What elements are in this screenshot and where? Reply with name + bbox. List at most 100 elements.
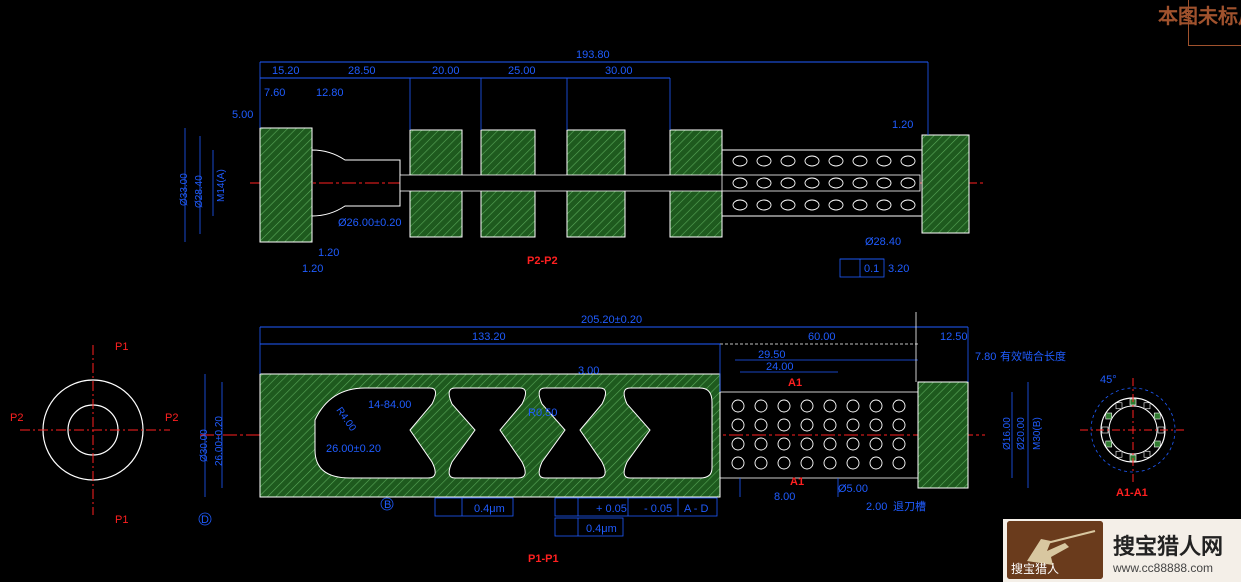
port-hole [800,418,814,432]
datum-d-label: D [201,514,209,526]
dim-label: 14-84.00 [368,399,411,411]
watermark-logo-text: 搜宝猎人 [1011,562,1060,576]
dim-label: Ø26.00±0.20 [338,217,402,229]
left-end-view: P1 P1 P2 P2 [10,341,178,526]
port-hole [731,418,745,432]
port-hole [777,437,791,451]
tolerance-frame [839,258,885,278]
port-hole [823,399,837,413]
top-port-holes [732,155,916,211]
dim-label: 60.00 [808,331,836,343]
top-section-block [921,134,970,234]
dim-label: 133.20 [472,331,506,343]
section-slot [1143,450,1151,458]
port-hole [869,399,883,413]
port-hole [892,399,906,413]
port-hole [828,199,844,211]
section-slot [1105,412,1113,420]
datum-b-label: B [384,499,391,511]
port-hole [756,199,772,211]
dim-label: 3.20 [888,263,909,275]
port-hole [823,437,837,451]
port-hole [900,199,916,211]
section-slot [1115,402,1123,410]
dim-label: Ø30.00 [199,429,210,462]
tolerance-frame [554,497,718,517]
right-section-view: 45° A1-A1 [1080,374,1185,499]
dim-label: M30(B) [1032,417,1043,450]
tolerance-value: 0.4μm [474,503,505,515]
port-hole [823,456,837,470]
top-view: 193.80 15.20 28.50 20.00 25.00 30.00 7.6… [179,49,985,278]
dim-label: 1.20 [892,119,913,131]
port-hole [732,177,748,189]
dim-label: R0.50 [528,407,557,419]
title-frame [1188,0,1241,46]
dim-label: 3.00 [578,365,599,377]
bottom-port-holes [731,399,906,470]
section-p1-bottom: P1 [115,514,128,526]
port-hole [804,155,820,167]
port-hole [846,399,860,413]
port-hole [876,155,892,167]
watermark-banner: 搜宝猎人 搜宝猎人网 www.cc88888.com [1003,519,1241,582]
dim-overall-bottom: 205.20±0.20 [581,314,642,326]
port-hole [754,399,768,413]
port-hole [892,456,906,470]
bottom-view: 205.20±0.20 133.20 60.00 12.50 3.00 29.5… [198,312,1066,565]
dim-note: 退刀槽 [893,500,926,513]
dim-label: 2.00 [866,501,887,513]
dim-label: 24.00 [766,361,794,373]
port-hole [892,437,906,451]
section-marker-a1-top: A1 [788,377,802,389]
dim-label: 0.1 [864,263,879,275]
port-hole [731,456,745,470]
port-hole [823,418,837,432]
port-hole [777,399,791,413]
port-hole [846,437,860,451]
port-hole [732,155,748,167]
view-label-bottom: P1-P1 [528,553,559,565]
datum-d-marker [198,512,212,526]
dim-label: 7.80 [975,351,996,363]
dim-label: 12.50 [940,331,968,343]
port-hole [869,418,883,432]
port-hole [852,155,868,167]
port-hole [754,437,768,451]
watermark-url: www.cc88888.com [1113,561,1214,575]
dim-label: Ø16.00 [1002,417,1013,450]
tolerance-value: + 0.05 [596,503,627,515]
port-hole [869,437,883,451]
section-slot [1143,402,1151,410]
drawing-note: 本图未标尺 [1158,4,1241,28]
dim-label: 26.00±0.20 [214,416,225,466]
port-hole [780,177,796,189]
section-slot [1153,440,1161,448]
port-hole [869,456,883,470]
port-hole [756,177,772,189]
section-slot [1105,440,1113,448]
bottom-section-block [917,381,969,489]
port-hole [756,155,772,167]
port-hole [804,199,820,211]
port-hole [800,437,814,451]
tolerance-datums: A - D [684,503,709,515]
port-hole [754,456,768,470]
port-hole [828,155,844,167]
section-slot [1153,412,1161,420]
port-hole [800,399,814,413]
watermark-name: 搜宝猎人网 [1113,535,1224,560]
port-hole [731,399,745,413]
section-p1-top: P1 [115,341,128,353]
angle-label: 45° [1100,374,1117,386]
view-label-top: P2-P2 [527,255,558,267]
port-hole [731,437,745,451]
dim-overall: 193.80 [576,49,610,61]
tolerance-frame [554,517,624,537]
dim-label: Ø28.40 [865,236,901,248]
port-hole [828,177,844,189]
dim-label: 26.00±0.20 [326,443,381,455]
port-hole [846,418,860,432]
